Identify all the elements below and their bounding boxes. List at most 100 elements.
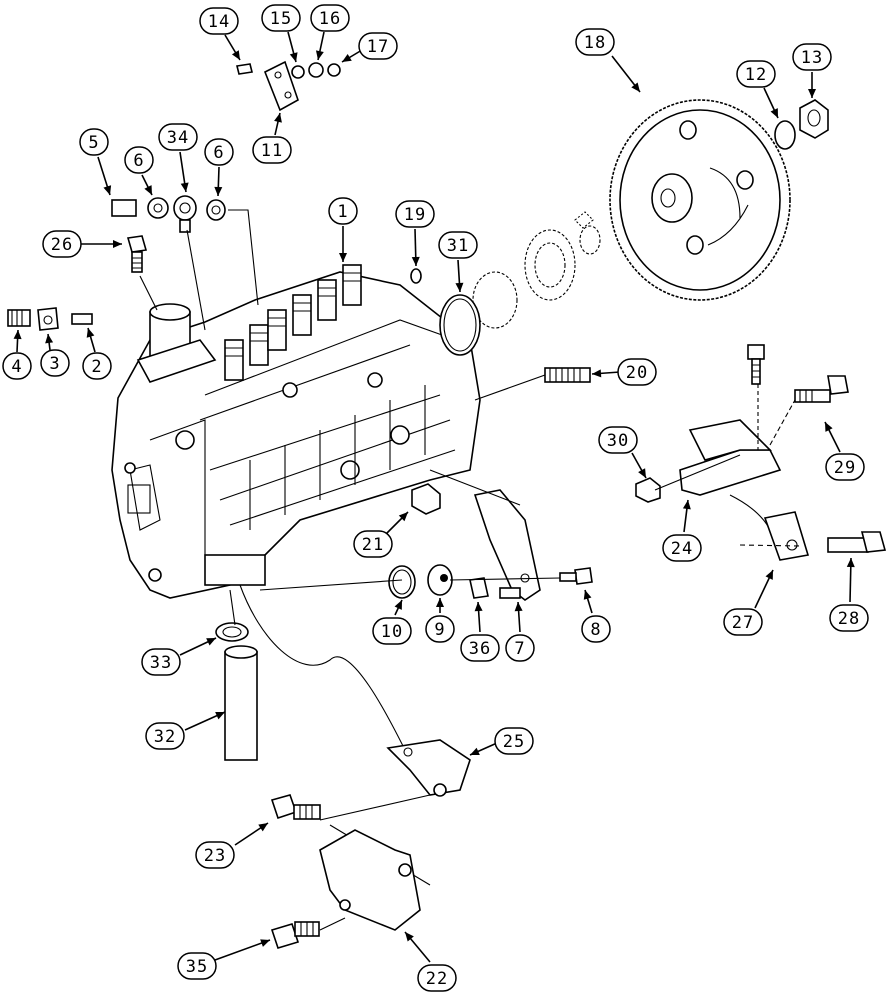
callout-bubble bbox=[662, 534, 702, 562]
banjo-fittings bbox=[111, 195, 226, 233]
callout-arrowhead bbox=[258, 823, 268, 832]
callout-bubble bbox=[82, 352, 112, 380]
callout-label: 21 bbox=[362, 535, 384, 555]
callout-8: 8 bbox=[581, 589, 611, 643]
callout-label: 16 bbox=[319, 9, 341, 29]
callout-32: 32 bbox=[145, 711, 226, 750]
callout-7: 7 bbox=[505, 601, 535, 662]
callout-bubble bbox=[372, 617, 412, 645]
callout-14: 14 bbox=[199, 7, 241, 61]
callout-label: 26 bbox=[51, 235, 73, 255]
support-bracket-upper bbox=[386, 739, 471, 797]
callout-arrowhead bbox=[103, 185, 112, 195]
callout-arrowhead bbox=[214, 186, 223, 196]
callout-20: 20 bbox=[591, 358, 657, 386]
callout-1: 1 bbox=[328, 197, 358, 262]
callout-33: 33 bbox=[141, 637, 217, 676]
callout-bubble bbox=[79, 128, 109, 156]
callout-3: 3 bbox=[40, 333, 70, 377]
callout-arrowhead bbox=[315, 50, 324, 60]
callout-label: 35 bbox=[186, 957, 208, 977]
callout-bubble bbox=[438, 231, 478, 259]
o-ring-large bbox=[439, 294, 481, 356]
callout-11: 11 bbox=[252, 112, 292, 164]
callout-arrowhead bbox=[215, 712, 225, 720]
callout-arrowhead bbox=[592, 369, 602, 378]
callout-9: 9 bbox=[425, 598, 455, 643]
callout-18: 18 bbox=[575, 28, 641, 93]
callout-12: 12 bbox=[736, 60, 779, 119]
callout-arrowhead bbox=[846, 558, 855, 568]
callout-36: 36 bbox=[460, 601, 500, 662]
delivery-valves bbox=[224, 264, 362, 381]
assembly-leaders bbox=[139, 209, 546, 591]
callout-arrowhead bbox=[394, 600, 402, 610]
callout-bubble bbox=[42, 230, 82, 258]
callout-bubble bbox=[617, 358, 657, 386]
callout-bubble bbox=[310, 4, 350, 32]
callout-arrowhead bbox=[825, 422, 833, 432]
callout-arrowhead bbox=[13, 330, 22, 340]
callout-label: 20 bbox=[626, 363, 648, 383]
small-fittings bbox=[7, 307, 93, 331]
callout-bubble bbox=[124, 146, 154, 174]
callout-arrowhead bbox=[231, 50, 240, 60]
callout-label: 33 bbox=[150, 653, 172, 673]
callout-label: 5 bbox=[88, 133, 99, 153]
callout-label: 2 bbox=[91, 357, 102, 377]
callout-5: 5 bbox=[79, 128, 112, 196]
callout-2: 2 bbox=[82, 327, 112, 380]
callout-label: 15 bbox=[270, 9, 292, 29]
callout-label: 31 bbox=[447, 236, 469, 256]
callout-label: 9 bbox=[434, 620, 445, 640]
callout-arrowhead bbox=[470, 747, 480, 755]
callout-bubble bbox=[261, 4, 301, 32]
callout-bubble bbox=[195, 841, 235, 869]
callout-label: 17 bbox=[367, 37, 389, 57]
callout-10: 10 bbox=[372, 599, 412, 645]
callout-label: 12 bbox=[745, 65, 767, 85]
callout-bubble bbox=[417, 964, 457, 992]
callout-bubble bbox=[581, 615, 611, 643]
callout-arrowhead bbox=[474, 602, 483, 612]
callout-arrowhead bbox=[398, 512, 408, 522]
injection-pump-body bbox=[111, 264, 481, 599]
callout-bubble bbox=[460, 634, 500, 662]
callout-23: 23 bbox=[195, 822, 269, 869]
callout-arrowhead bbox=[342, 53, 352, 62]
callout-label: 32 bbox=[154, 727, 176, 747]
callout-label: 10 bbox=[381, 622, 403, 642]
callout-bubble bbox=[252, 136, 292, 164]
callout-4: 4 bbox=[2, 329, 32, 380]
callout-22: 22 bbox=[404, 931, 457, 992]
callout-arrowhead bbox=[260, 939, 270, 947]
callout-bubble bbox=[723, 608, 763, 636]
callout-arrowhead bbox=[289, 52, 298, 62]
callout-arrowhead bbox=[339, 253, 347, 262]
lever-bracket bbox=[236, 60, 341, 112]
callout-label: 29 bbox=[834, 458, 856, 478]
callout-arrowhead bbox=[583, 590, 592, 600]
callout-label: 24 bbox=[671, 539, 693, 559]
callout-bubble bbox=[141, 648, 181, 676]
callout-31: 31 bbox=[438, 231, 478, 293]
callout-13: 13 bbox=[792, 43, 832, 98]
callout-27: 27 bbox=[723, 569, 774, 636]
callout-bubble bbox=[425, 615, 455, 643]
callout-label: 6 bbox=[133, 151, 144, 171]
callout-bubble bbox=[792, 43, 832, 71]
callout-arrowhead bbox=[770, 108, 778, 118]
callout-19: 19 bbox=[395, 200, 435, 267]
callout-label: 4 bbox=[11, 357, 22, 377]
callout-label: 18 bbox=[584, 33, 606, 53]
callout-arrowhead bbox=[45, 334, 54, 344]
callout-bubble bbox=[825, 453, 865, 481]
callout-label: 1 bbox=[337, 202, 348, 222]
callout-bubble bbox=[829, 604, 869, 632]
callout-arrowhead bbox=[206, 638, 216, 646]
callout-bubble bbox=[395, 200, 435, 228]
callout-label: 6 bbox=[213, 143, 224, 163]
callout-35: 35 bbox=[177, 939, 271, 980]
